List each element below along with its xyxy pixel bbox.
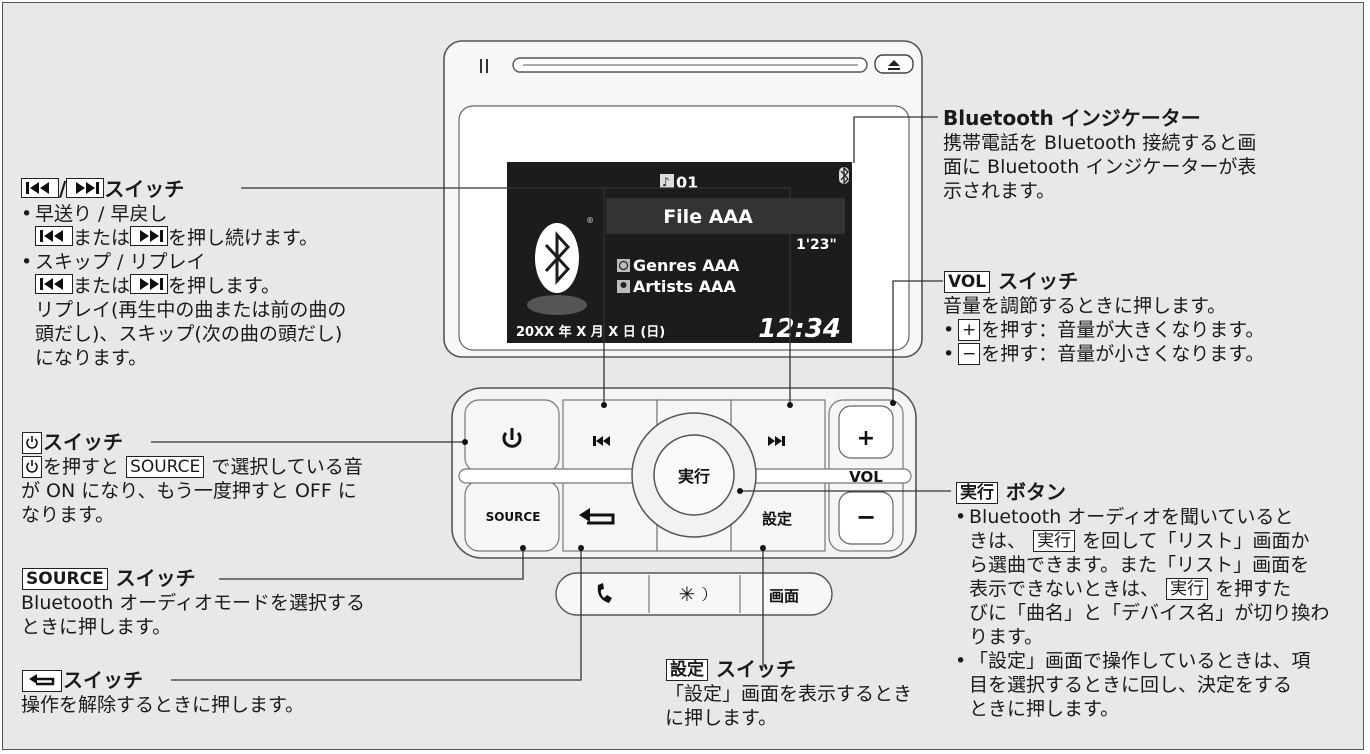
vol-switch-callout: VOL スイッチ 音量を調節するときに押します。 •+を押す：音量が大きくなりま… [943, 269, 1265, 365]
svg-text:♪: ♪ [662, 175, 670, 189]
enter-knob [653, 434, 735, 516]
vol-minus-label: − [856, 503, 876, 531]
lcd-file-name: File AAA [663, 206, 753, 228]
brightness-icon: ✳ [679, 582, 707, 606]
genre-icon [617, 259, 630, 272]
enter-button-title: ボタン [1005, 480, 1066, 504]
eject-button[interactable] [874, 54, 914, 74]
source-button-label: SOURCE [486, 510, 541, 524]
power-button[interactable] [502, 428, 522, 448]
skip-back-key-icon [35, 226, 73, 246]
bluetooth-indicator-callout: Bluetooth インジケーター 携帯電話を Bluetooth 接続すると画… [943, 106, 1257, 202]
back-switch-callout: スイッチ 操作を解除するときに押します。 [21, 668, 305, 716]
settings-switch-title: スイッチ [715, 657, 796, 681]
leader-lines [151, 116, 951, 681]
power-switch-callout: スイッチ を押すと SOURCE で選択している音 が ON になり、もう一度押… [21, 430, 363, 526]
bluetooth-logo-icon: ® [527, 216, 594, 315]
artist-icon [617, 280, 630, 293]
settings-switch-callout: 設定 スイッチ 「設定」画面を表示するとき に押します。 [665, 657, 913, 729]
vol-label: VOL [849, 468, 883, 486]
skip-replay-item: スキップ / リプレイ [35, 251, 206, 273]
music-note-icon: ♪ [660, 174, 674, 189]
skip-back-key-icon [35, 274, 73, 294]
svg-text:✳: ✳ [679, 582, 696, 606]
skip-forward-key-icon [66, 178, 105, 198]
back-icon [579, 508, 615, 525]
lcd-content: ♪ 01 File AAA 1'23" ® Genres AAA [516, 166, 849, 344]
skip-forward-icon [768, 436, 785, 446]
power-switch-title: スイッチ [43, 430, 123, 454]
skip-forward-key-icon [130, 226, 169, 246]
skip-back-key-icon [21, 178, 59, 198]
vol-plus-label: + [857, 426, 875, 451]
enter-button-callout: 実行 ボタン •Bluetooth オーディオを聞いていると きは、 実行 を回… [955, 480, 1330, 720]
lcd-clock: 12:34 [758, 314, 841, 344]
skip-forward-key-icon [130, 274, 169, 294]
skip-switch-callout: /スイッチ •早送り / 早戻し またはを押し続けます。 •スキップ / リプレ… [21, 177, 347, 369]
back-key-icon [22, 670, 62, 692]
lcd-track-number: 01 [676, 173, 698, 192]
power-key-icon [22, 432, 42, 454]
phone-icon [597, 583, 612, 603]
bluetooth-indicator-icon [839, 166, 849, 185]
fast-forward-item: 早送り / 早戻し [35, 203, 168, 225]
screen-button-label: 画面 [769, 587, 799, 605]
source-switch-title: スイッチ [115, 566, 196, 590]
svg-text:®: ® [586, 216, 594, 225]
lcd-genre: Genres AAA [633, 256, 740, 275]
skip-switch-title: スイッチ [104, 177, 185, 201]
lcd-date: 20XX 年 X 月 X 日 (日) [516, 324, 665, 340]
lcd-elapsed-time: 1'23" [796, 237, 837, 253]
lcd-artist: Artists AAA [633, 277, 736, 296]
settings-button-label: 設定 [762, 510, 792, 528]
power-key-icon [22, 456, 42, 478]
vol-switch-title: スイッチ [998, 269, 1079, 293]
bluetooth-indicator-title: Bluetooth インジケーター [943, 106, 1201, 130]
skip-back-icon [593, 436, 610, 446]
back-switch-title: スイッチ [63, 668, 143, 692]
enter-button-label: 実行 [678, 467, 710, 486]
source-switch-callout: SOURCE スイッチ Bluetooth オーディオモードを選択する ときに押… [21, 566, 365, 638]
